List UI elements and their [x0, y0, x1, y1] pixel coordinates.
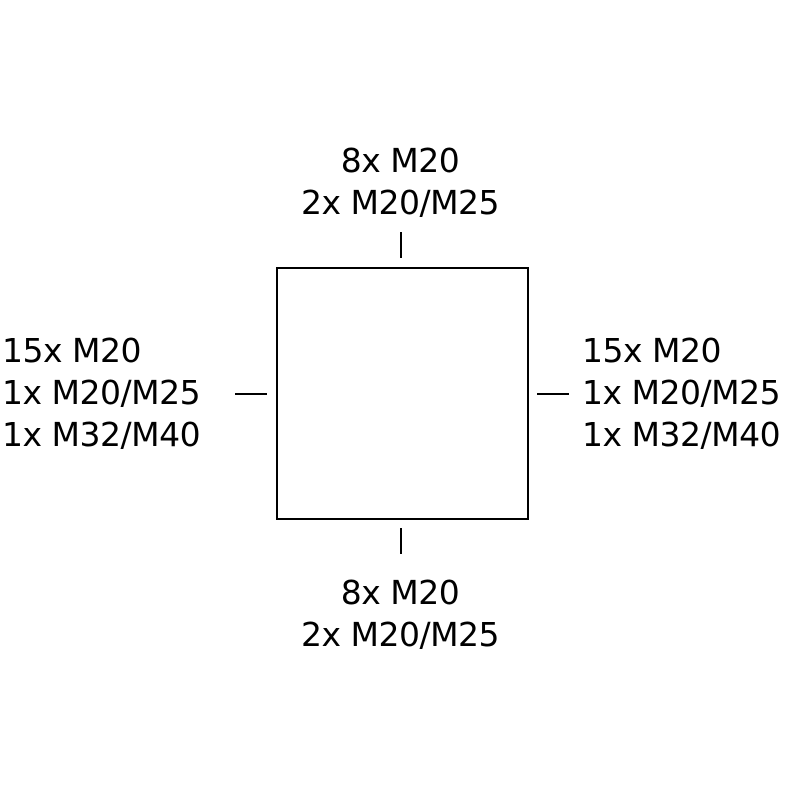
bottom-entry-line: 8x M20 [340, 573, 460, 612]
left-entry-line: 1x M32/M40 [2, 415, 201, 454]
left-side-entries: 15x M20 1x M20/M25 1x M32/M40 [2, 330, 201, 456]
bottom-side-entries: 8x M20 2x M20/M25 [200, 572, 600, 656]
right-entry-line: 1x M20/M25 [582, 373, 781, 412]
top-side-marker [400, 232, 402, 258]
right-entry-line: 15x M20 [582, 331, 721, 370]
top-side-entries: 8x M20 2x M20/M25 [200, 140, 600, 224]
left-entry-line: 1x M20/M25 [2, 373, 201, 412]
bottom-side-marker [400, 528, 402, 554]
enclosure-outline [276, 267, 529, 520]
top-entry-line: 8x M20 [340, 141, 460, 180]
right-side-marker [537, 393, 569, 395]
left-entry-line: 15x M20 [2, 331, 141, 370]
left-side-marker [235, 393, 267, 395]
right-entry-line: 1x M32/M40 [582, 415, 781, 454]
bottom-entry-line: 2x M20/M25 [300, 615, 500, 654]
right-side-entries: 15x M20 1x M20/M25 1x M32/M40 [582, 330, 781, 456]
top-entry-line: 2x M20/M25 [300, 183, 500, 222]
